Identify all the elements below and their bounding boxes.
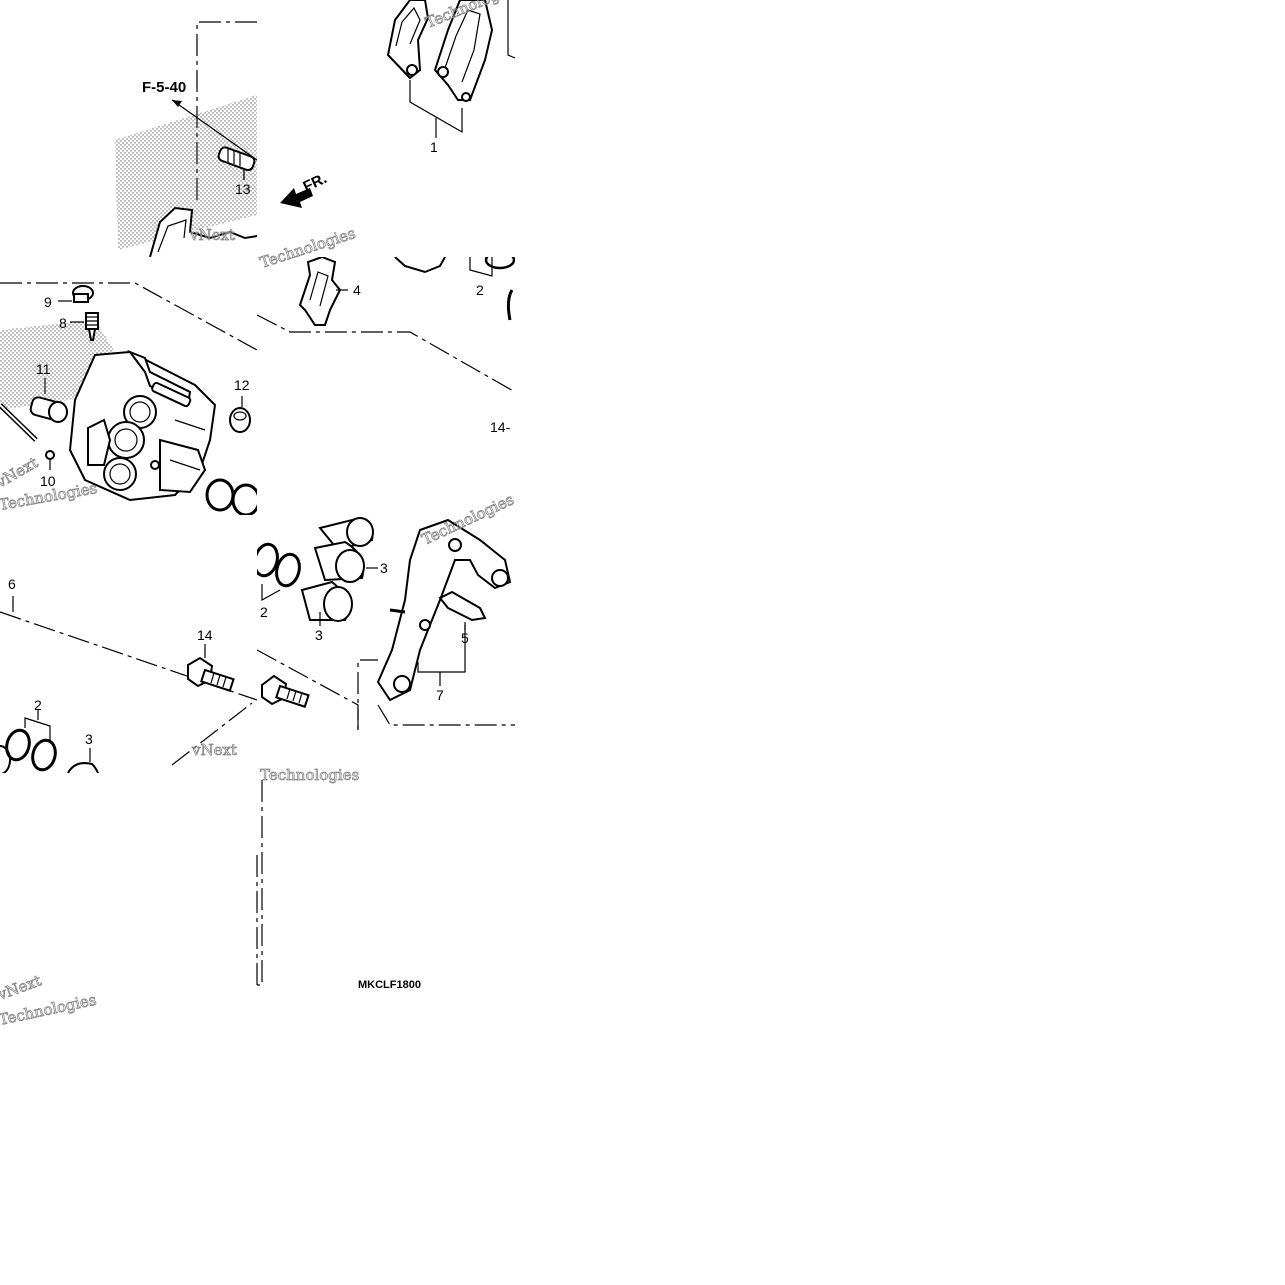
- mounting-bolt-part-14: [187, 656, 235, 692]
- callout-10: 10: [40, 473, 56, 489]
- tile-lower-left: [0, 596, 257, 773]
- pad-pin-part-13: [217, 146, 256, 172]
- boundary-dash-line-lower: [257, 314, 515, 393]
- watermark-text: vNext: [189, 226, 235, 244]
- side-reference-label: 14-: [490, 419, 511, 435]
- tile-top-middle: [280, 0, 515, 208]
- watermarks: Technologies vNext Technologies vNext Te…: [0, 0, 522, 1029]
- brake-pad-partial: [149, 206, 257, 257]
- shaded-mounting-area: [115, 95, 257, 250]
- caliper-pin-part-11: [29, 396, 68, 423]
- piston-seals-mid: [257, 542, 301, 588]
- callout-8: 8: [59, 315, 67, 331]
- reference-leader: [171, 99, 257, 161]
- callout-3: 3: [315, 627, 323, 643]
- callout-5: 5: [461, 630, 469, 646]
- callout-11: 11: [36, 361, 51, 377]
- watermark-text: vNext: [0, 971, 44, 1004]
- leader-2-mid: [261, 584, 281, 602]
- tile-lower-middle: [257, 516, 515, 730]
- boot-part-12: [229, 407, 251, 433]
- front-arrow: [280, 188, 313, 208]
- pad-pin-rod-inner: [0, 404, 37, 441]
- boundary-dash-line-upper: [0, 282, 257, 351]
- pistons-part-3: [300, 516, 374, 622]
- boundary-dash-line-bottom: [377, 704, 515, 726]
- mounting-bolt-second: [261, 674, 310, 708]
- piston-seals-part-2: [0, 728, 57, 773]
- leader-1-bracket: [409, 80, 463, 134]
- reference-label: F-5-40: [142, 79, 186, 96]
- callout-2: 2: [260, 604, 268, 620]
- shaded-caliper-area: [0, 320, 120, 410]
- piston-partial: [67, 762, 99, 773]
- callout-6: 6: [8, 576, 16, 592]
- pad-retainer-part-5: [438, 590, 487, 622]
- piston-seals-partial: [205, 478, 257, 515]
- pad-spring-part-4: [298, 257, 342, 326]
- callout-7: 7: [436, 687, 444, 703]
- callout-2: 2: [476, 282, 484, 298]
- boundary-dash-line-mid-vertical: [357, 659, 378, 730]
- watermark-text: vNext: [0, 453, 41, 492]
- bleeder-cap-part-9: [72, 285, 94, 303]
- boundary-dash-line-angled: [171, 702, 253, 766]
- caliper-bracket-part-7: [376, 518, 512, 702]
- callout-12: 12: [234, 377, 250, 393]
- bleeder-valve-part-8: [85, 312, 99, 341]
- pad-inner-line: [157, 219, 187, 253]
- callout-9: 9: [44, 294, 52, 310]
- front-arrow-label: FR.: [301, 170, 330, 196]
- pad-partial-lower: [394, 257, 446, 274]
- callout-13: 13: [235, 181, 251, 197]
- leader-7-bracket: [417, 625, 466, 673]
- tile-top-left: [115, 21, 257, 257]
- caliper-body: [68, 349, 217, 502]
- boundary-dash-line-vertical: [257, 780, 263, 986]
- leader-2-bracket: [469, 257, 493, 277]
- callout-1: 1: [430, 139, 438, 155]
- callout-14: 14: [197, 627, 213, 643]
- callout-2: 2: [34, 697, 42, 713]
- leader-2-bracket-lower: [24, 717, 51, 740]
- watermark-text: vNext: [191, 741, 237, 759]
- callout-3: 3: [380, 560, 388, 576]
- callout-3: 3: [85, 731, 93, 747]
- callout-4: 4: [353, 282, 361, 298]
- watermark-text: Technologies: [260, 766, 359, 784]
- seal-partial-edge: [506, 289, 514, 321]
- clip-part-10: [45, 450, 55, 460]
- tile-bottom-middle: [257, 780, 263, 986]
- brake-pad-set-part-1: [386, 0, 515, 102]
- boundary-dash-line: [196, 21, 257, 200]
- tile-middle-left: [0, 282, 257, 515]
- drawing-code: MKCLF1800: [358, 979, 421, 991]
- boundary-dash-line-mid: [257, 649, 359, 730]
- reference-arrow-head: [172, 100, 182, 107]
- seal-partial: [484, 257, 515, 270]
- tile-middle-middle: [257, 257, 515, 393]
